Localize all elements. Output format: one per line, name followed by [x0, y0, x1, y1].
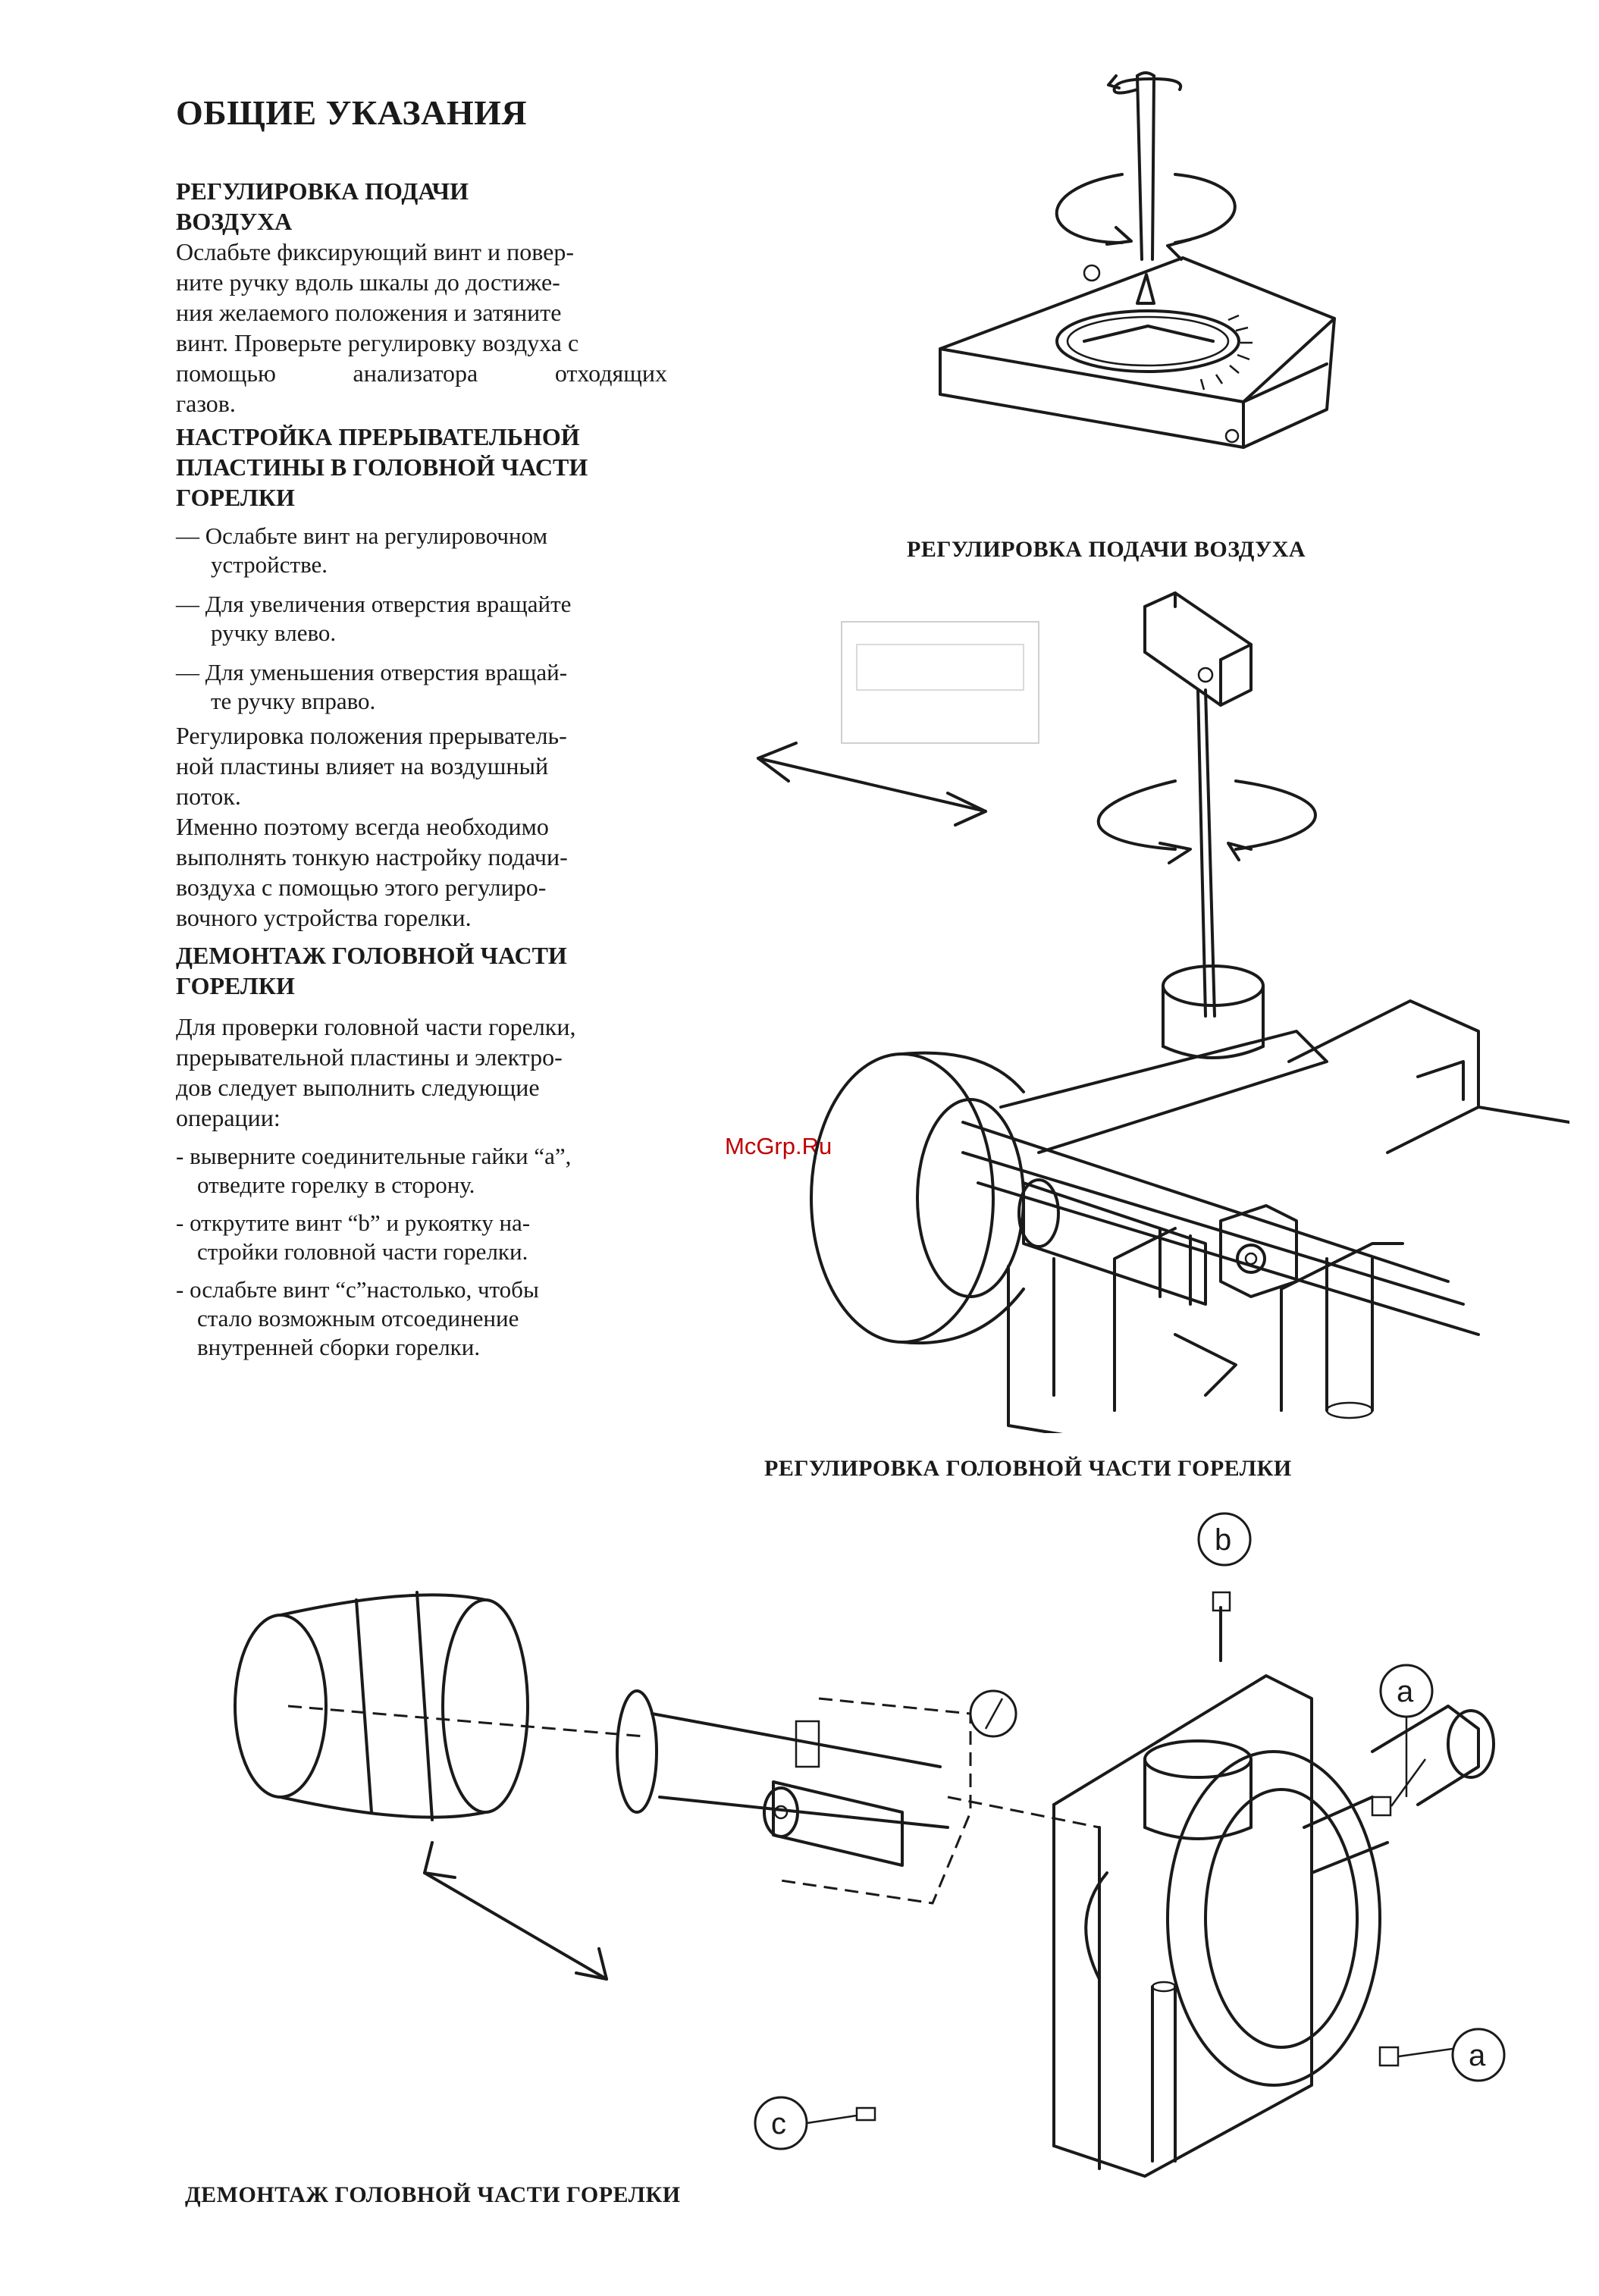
- text-column: РЕГУЛИРОВКА ПОДАЧИ ВОЗДУХА Ослабьте фикс…: [176, 176, 667, 1362]
- burner-head-removal-exploded-diagram-icon: b a a c: [234, 1512, 1506, 2178]
- callout-a-top-label: a: [1397, 1675, 1414, 1708]
- removal-heading-line-2: ГОРЕЛКИ: [176, 972, 295, 999]
- removal-step-text: стало возможным отсоединение: [197, 1305, 519, 1331]
- callout-a-bottom-label: a: [1469, 2039, 1486, 2072]
- caption-air-regulation: РЕГУЛИРОВКА ПОДАЧИ ВОЗДУХА: [907, 537, 1306, 562]
- plate-list-item-text: — Для уменьшения отверстия вращай-: [176, 659, 568, 685]
- air-body-line: ните ручку вдоль шкалы до достиже-: [176, 268, 560, 296]
- removal-step-text: - ослабьте винт “c”настолько, чтобы: [176, 1276, 539, 1303]
- removal-section: ДЕМОНТАЖ ГОЛОВНОЙ ЧАСТИ ГОРЕЛКИ Для пров…: [176, 940, 667, 1362]
- removal-heading-line-1: ДЕМОНТАЖ ГОЛОВНОЙ ЧАСТИ: [176, 942, 567, 969]
- air-body-line: помощью анализатора отходящих: [176, 359, 667, 387]
- removal-step-text: - выверните соединительные гайки “a”,: [176, 1143, 572, 1169]
- removal-step-text: отведите горелку в сторону.: [197, 1172, 475, 1198]
- plate-list-item: — Для уменьшения отверстия вращай- те ру…: [176, 658, 667, 716]
- removal-step: - ослабьте винт “c”настолько, чтобы стал…: [176, 1275, 667, 1362]
- plate-list-item: — Ослабьте винт на регулировочном устрой…: [176, 522, 667, 579]
- plate-body-line: ной пластины влияет на воздушный: [176, 752, 549, 779]
- air-section: РЕГУЛИРОВКА ПОДАЧИ ВОЗДУХА Ослабьте фикс…: [176, 176, 667, 419]
- air-body-line: Ослабьте фиксирующий винт и повер-: [176, 238, 575, 265]
- air-body-line: газов.: [176, 390, 236, 417]
- burner-head-adjustment-diagram-icon: [757, 591, 1569, 1433]
- plate-list-item-text: устройстве.: [211, 551, 328, 578]
- air-heading-line-1: РЕГУЛИРОВКА ПОДАЧИ: [176, 177, 469, 205]
- plate-body-line: воздуха с помощью этого регулиро-: [176, 874, 547, 901]
- removal-step-text: - открутите винт “b” и рукоятку на-: [176, 1209, 531, 1236]
- callout-b-label: b: [1215, 1523, 1231, 1557]
- removal-step-text: стройки головной части горелки.: [197, 1238, 528, 1265]
- air-body-line: ния желаемого положения и затяните: [176, 299, 562, 326]
- caption-head-removal: ДЕМОНТАЖ ГОЛОВНОЙ ЧАСТИ ГОРЕЛКИ: [185, 2182, 681, 2207]
- plate-heading-line-2: ПЛАСТИНЫ В ГОЛОВНОЙ ЧАСТИ: [176, 453, 588, 481]
- air-heading-line-2: ВОЗДУХА: [176, 208, 293, 235]
- plate-list-item: — Для увеличения отверстия вращайте ручк…: [176, 590, 667, 648]
- plate-list-item-text: те ручку вправо.: [211, 688, 376, 714]
- plate-heading-line-1: НАСТРОЙКА ПРЕРЫВАТЕЛЬНОЙ: [176, 423, 580, 450]
- plate-body-line: Именно поэтому всегда необходимо: [176, 813, 549, 840]
- plate-body-line: выполнять тонкую настройку подачи-: [176, 843, 568, 870]
- callout-a-bottom-icon: [1451, 2028, 1506, 2082]
- removal-step-text: внутренней сборки горелки.: [197, 1334, 481, 1360]
- caption-head-adjustment: РЕГУЛИРОВКА ГОЛОВНОЙ ЧАСТИ ГОРЕЛКИ: [764, 1456, 1292, 1481]
- removal-intro-line: прерывательной пластины и электро-: [176, 1043, 563, 1071]
- plate-section: НАСТРОЙКА ПРЕРЫВАТЕЛЬНОЙ ПЛАСТИНЫ В ГОЛО…: [176, 422, 667, 933]
- removal-step: - выверните соединительные гайки “a”, от…: [176, 1142, 667, 1200]
- plate-body-line: Регулировка положения прерыватель-: [176, 722, 567, 749]
- plate-list-item-text: — Для увеличения отверстия вращайте: [176, 591, 572, 617]
- plate-list-item-text: ручку влево.: [211, 619, 337, 646]
- plate-heading-line-3: ГОРЕЛКИ: [176, 484, 295, 511]
- air-regulator-diagram-icon: [939, 71, 1336, 449]
- plate-list-item-text: — Ослабьте винт на регулировочном: [176, 522, 548, 549]
- removal-intro-line: операции:: [176, 1104, 281, 1131]
- plate-body-line: поток.: [176, 783, 241, 810]
- page-title: ОБЩИЕ УКАЗАНИЯ: [176, 93, 528, 132]
- callout-b-icon: [1197, 1512, 1252, 1567]
- removal-intro-line: дов следует выполнить следующие: [176, 1074, 540, 1101]
- plate-body-line: вочного устройства горелки.: [176, 904, 472, 931]
- callout-c-label: c: [771, 2107, 786, 2141]
- removal-step: - открутите винт “b” и рукоятку на- стро…: [176, 1209, 667, 1266]
- air-body-line: винт. Проверьте регулировку воздуха с: [176, 329, 579, 356]
- removal-intro-line: Для проверки головной части горелки,: [176, 1013, 576, 1040]
